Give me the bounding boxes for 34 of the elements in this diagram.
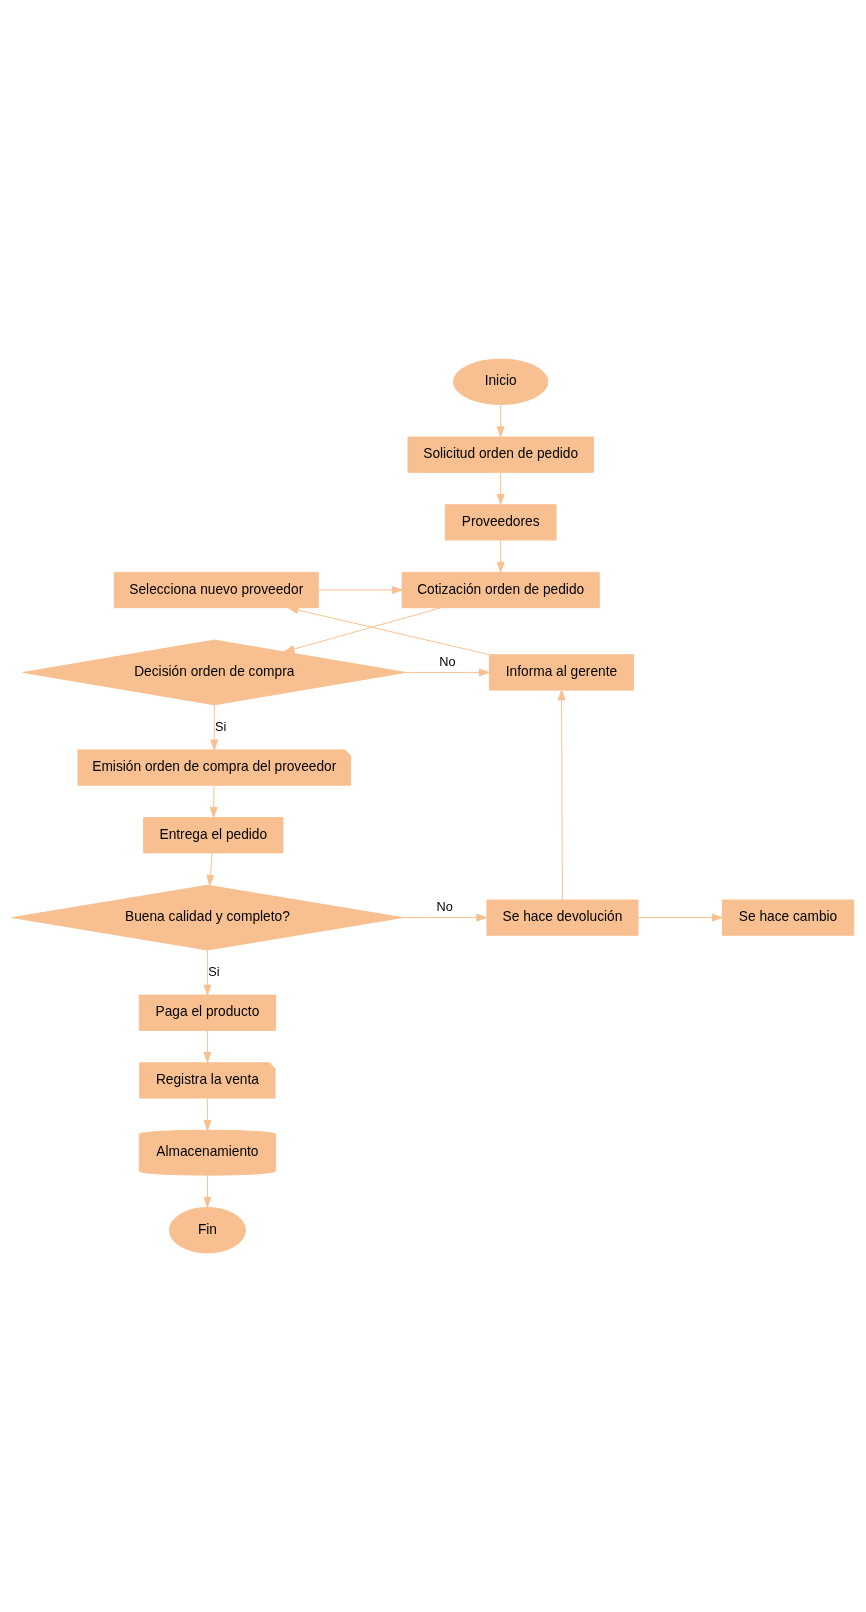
arrow — [637, 913, 723, 922]
arrow — [496, 472, 505, 505]
node-box: Paga el producto — [138, 994, 277, 1031]
node-box: Se hace devolución — [486, 899, 639, 936]
node-box: Entrega el pedido — [143, 817, 284, 854]
arrow — [206, 852, 215, 886]
edge-label: Si — [208, 963, 220, 979]
arrow — [496, 404, 505, 438]
edge-label: No — [436, 899, 453, 915]
edge-label: Si — [215, 718, 227, 734]
node-box: Proveedores — [444, 504, 557, 541]
node-box: Selecciona nuevo proveedor — [113, 571, 319, 609]
node-diamond: Buena calidad y completo? — [11, 884, 404, 951]
arrow — [203, 1174, 212, 1208]
arrow — [283, 607, 442, 653]
arrow — [402, 913, 488, 922]
arrow — [203, 1030, 212, 1063]
arrow — [210, 704, 219, 751]
arrow — [203, 1097, 212, 1131]
arrow — [287, 606, 491, 656]
arrow — [557, 689, 566, 901]
arrow — [203, 949, 212, 996]
arrow — [496, 539, 505, 573]
arrow — [318, 586, 403, 594]
node-box: Solicitud orden de pedido — [407, 436, 594, 473]
node-box: Se hace cambio — [721, 899, 855, 936]
arrow — [209, 785, 218, 818]
edge-label: No — [439, 653, 456, 669]
node-ellipse: Fin — [168, 1207, 246, 1254]
node-box: Informa al gerente — [488, 654, 635, 691]
node-ellipse: Inicio — [452, 358, 549, 405]
arrow — [405, 668, 490, 677]
node-diamond: Decisión orden de compra — [22, 639, 407, 706]
node-box: Cotización orden de pedido — [401, 571, 600, 609]
